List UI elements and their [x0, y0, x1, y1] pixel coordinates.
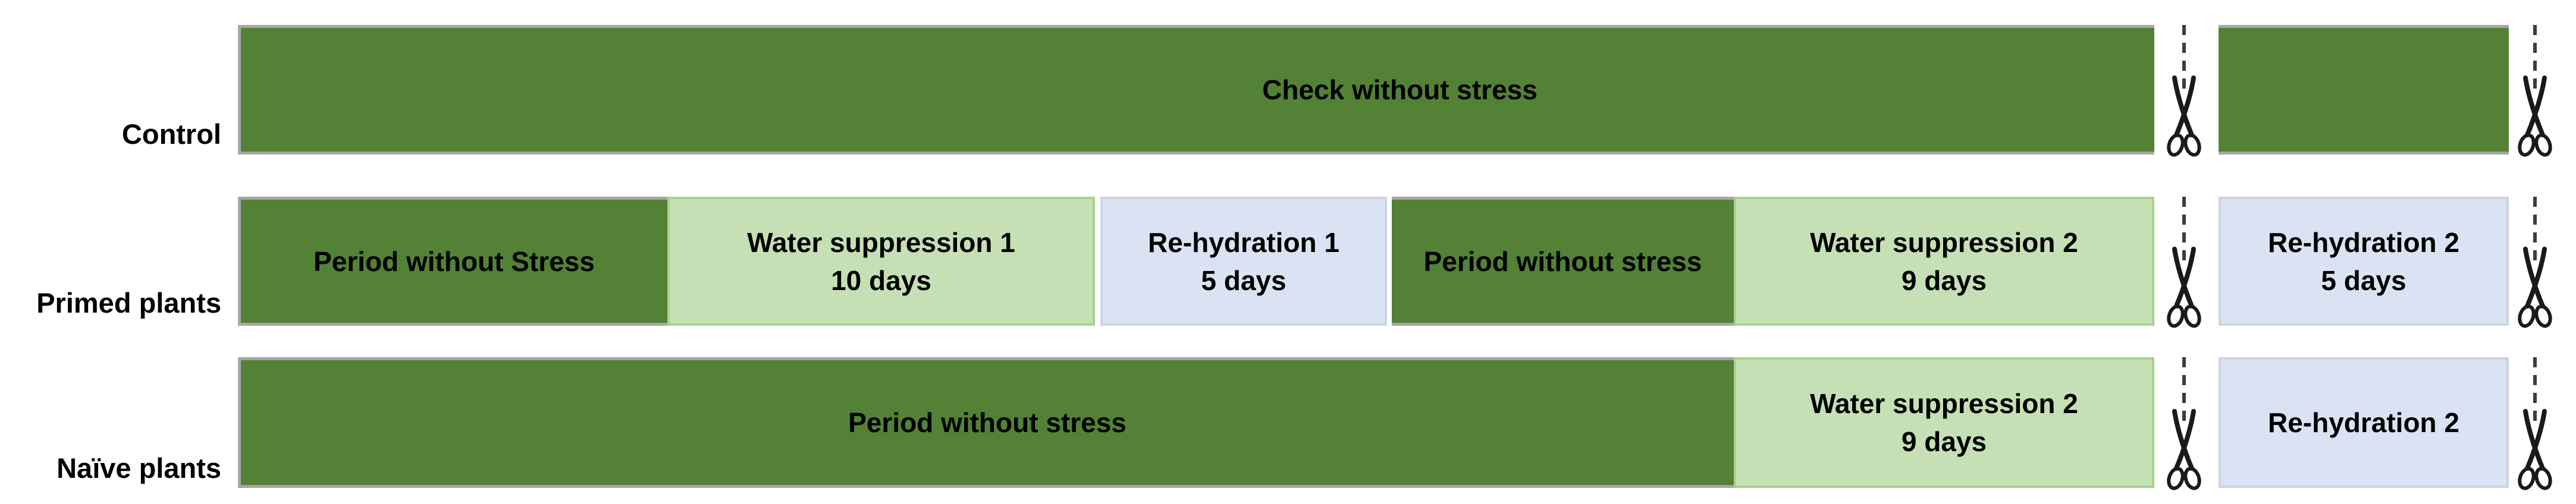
segment-label: Period without stress: [848, 407, 1127, 438]
naive-water-suppression-2-segment: Water suppression 2 9 days: [1734, 357, 2154, 488]
scissors-icon: [2516, 246, 2554, 330]
row-label-primed-plants: Primed plants: [36, 287, 221, 319]
cut-marker: [2165, 197, 2203, 330]
primed-water-suppression-1-segment: Water suppression 1 10 days: [667, 197, 1095, 326]
segment-label-line1: Water suppression 1: [747, 226, 1015, 258]
segment-label-line2: 5 days: [2321, 264, 2406, 296]
primed-rehydration-2-segment: Re-hydration 2 5 days: [2219, 197, 2509, 326]
naive-rehydration-2-segment: Re-hydration 2: [2219, 357, 2509, 488]
segment-label-line2: 9 days: [1901, 264, 1987, 296]
segment-label: Period without stress: [1423, 245, 1702, 277]
scissors-icon: [2165, 246, 2203, 330]
row-label-naive-plants: Naïve plants: [57, 452, 221, 484]
control-check-without-stress-segment: Check without stress: [238, 25, 2154, 155]
scissors-icon: [2516, 75, 2554, 159]
segment-label-line1: Re-hydration 1: [1147, 226, 1340, 258]
primed-period-without-stress-1-segment: Period without Stress: [238, 197, 667, 326]
dashed-cut-line: [2182, 357, 2186, 427]
scissors-icon: [2165, 408, 2203, 493]
dashed-cut-line: [2533, 25, 2537, 95]
cut-marker: [2165, 357, 2203, 493]
primed-water-suppression-2-segment: Water suppression 2 9 days: [1734, 197, 2154, 326]
segment-label-line2: 5 days: [1201, 264, 1287, 296]
cut-marker: [2516, 197, 2554, 330]
scissors-icon: [2516, 408, 2554, 493]
dashed-cut-line: [2533, 197, 2537, 267]
dashed-cut-line: [2182, 25, 2186, 95]
row-label-control: Control: [121, 118, 221, 150]
cut-marker: [2516, 357, 2554, 493]
segment-label: Check without stress: [1262, 74, 1538, 105]
segment-label-line2: 10 days: [831, 264, 931, 296]
naive-period-without-stress-segment: Period without stress: [238, 357, 1734, 488]
segment-label-line1: Re-hydration 2: [2267, 226, 2460, 258]
segment-label-line1: Water suppression 2: [1810, 226, 2078, 258]
scissors-icon: [2165, 75, 2203, 159]
segment-label: Re-hydration 2: [2267, 407, 2460, 438]
segment-label-line1: Water suppression 2: [1810, 388, 2078, 419]
control-post-cut-segment: [2219, 25, 2509, 155]
segment-label-line2: 9 days: [1901, 426, 1987, 457]
primed-period-without-stress-2-segment: Period without stress: [1392, 197, 1734, 326]
cut-marker: [2516, 25, 2554, 159]
dashed-cut-line: [2182, 197, 2186, 267]
cut-marker: [2165, 25, 2203, 159]
segment-label: Period without Stress: [313, 245, 595, 277]
dashed-cut-line: [2533, 357, 2537, 427]
primed-rehydration-1-segment: Re-hydration 1 5 days: [1100, 197, 1387, 326]
